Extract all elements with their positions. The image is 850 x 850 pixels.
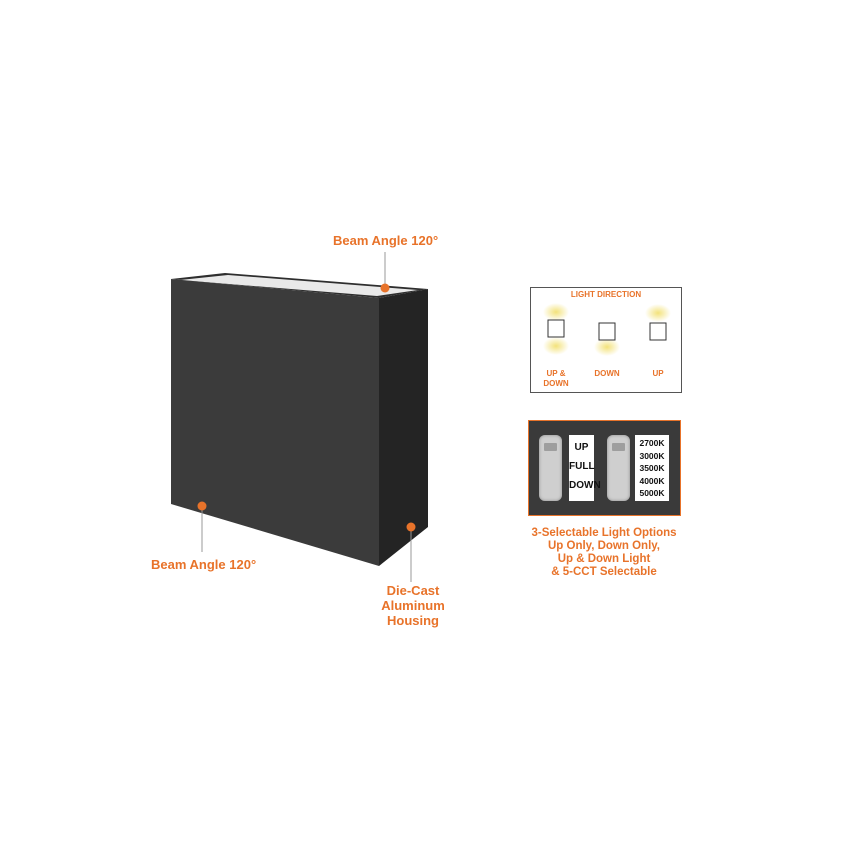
cct-option-3000: 3000K (639, 450, 665, 461)
cct-option-4000: 4000K (639, 475, 665, 486)
options-caption: 3-Selectable Light Options Up Only, Down… (519, 527, 689, 579)
cct-switch (607, 435, 630, 501)
cct-option-2700: 2700K (639, 438, 665, 448)
options-caption-line4: & 5-CCT Selectable (551, 566, 657, 578)
direction-option-up: UP (574, 442, 589, 453)
direction-option-down: DOWN (569, 480, 601, 491)
cct-options-card: 2700K 3000K 3500K 4000K 5000K (635, 435, 669, 501)
housing-label-line2: Aluminum Housing (381, 598, 445, 628)
light-direction-icons (543, 303, 671, 356)
option-up-down-line1: UP & (546, 369, 566, 378)
cct-option-5000: 5000K (639, 488, 665, 498)
down-fixture-icon (598, 322, 616, 341)
light-direction-box: LIGHT DIRECTION UP & DOWN DOWN UP (530, 287, 682, 393)
fixture-front-face (171, 279, 379, 566)
fixture-lens (180, 275, 418, 296)
beam-bottom-dot (197, 501, 207, 511)
down-glow (594, 338, 620, 356)
direction-switch-knob (544, 443, 557, 451)
option-up-down-label: UP & DOWN (536, 369, 576, 389)
option-up-label: UP (652, 369, 664, 378)
beam-angle-top-label: Beam Angle 120° (333, 233, 439, 248)
light-direction-title: LIGHT DIRECTION (570, 290, 642, 299)
up-down-upper-glow (543, 303, 569, 321)
direction-options-card: UP FULL DOWN (569, 435, 601, 501)
housing-label: Die-Cast Aluminum Housing (358, 583, 468, 628)
beam-angle-bottom-label: Beam Angle 120° (151, 557, 257, 572)
switch-panel: UP FULL DOWN 2700K 3000K 3500K 4000K 500… (528, 420, 681, 516)
option-down-label: DOWN (594, 369, 620, 378)
options-caption-line2: Up Only, Down Only, (547, 540, 661, 552)
cct-switch-knob (612, 443, 625, 451)
beam-top-dot (380, 283, 390, 293)
direction-switch (539, 435, 562, 501)
up-glow (645, 304, 671, 322)
options-caption-line1: 3-Selectable Light Options (531, 527, 677, 539)
cct-option-3500: 3500K (639, 463, 665, 473)
options-caption-line3: Up & Down Light (557, 553, 651, 565)
up-down-fixture-icon (547, 319, 565, 338)
up-fixture-icon (649, 322, 667, 341)
housing-dot (406, 522, 416, 532)
fixture-side-face (379, 289, 428, 566)
up-down-lower-glow (543, 337, 569, 355)
option-up-down-line2: DOWN (543, 379, 569, 388)
housing-label-line1: Die-Cast (386, 583, 440, 598)
direction-option-full: FULL (569, 461, 595, 472)
